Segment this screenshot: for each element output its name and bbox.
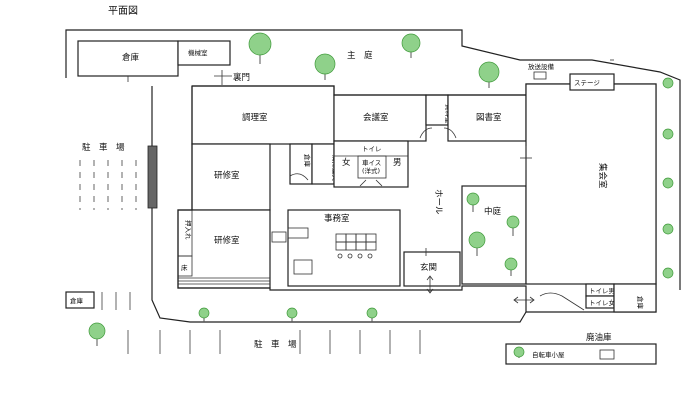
stage: [569, 73, 615, 91]
bicycle-shed: [505, 343, 657, 365]
room-assembly-hall: [525, 83, 657, 285]
label-alcove: 床: [181, 263, 188, 272]
label-office: 事務室: [324, 213, 350, 224]
room-storage-right: [613, 283, 657, 313]
room-library: [447, 94, 527, 142]
label-toilet: トイレ: [362, 145, 382, 153]
label-bicycle: 自転車小屋: [532, 350, 565, 359]
tree-icon: [198, 307, 210, 322]
label-training-2: 研修室: [214, 235, 240, 246]
tree-icon: [506, 215, 520, 236]
room-storage-bottom: [65, 291, 95, 309]
room-training-2-zone: [177, 209, 271, 289]
tree-icon: [513, 346, 525, 358]
service-door-swings: [539, 292, 585, 311]
tree-icon: [504, 257, 518, 276]
tree-icon: [468, 231, 486, 256]
toilet-door-marks: [359, 179, 383, 187]
plan-title: 平面図: [108, 5, 138, 17]
label-kitchen: 調理室: [242, 112, 268, 123]
oil-storage-box: [599, 349, 615, 360]
left-gate: [147, 145, 158, 209]
room-entrance: [403, 251, 461, 287]
tree-icon: [286, 307, 298, 322]
label-closet: 押入れ: [184, 220, 193, 240]
accessible-toilet: [357, 155, 387, 179]
parking-bottom-left-stalls: [101, 292, 131, 310]
tree-icon: [401, 33, 421, 58]
label-machine: 機械室: [188, 48, 208, 57]
meeting-door-swing: [419, 127, 433, 139]
office-desks: [271, 227, 377, 275]
tree-icon: [88, 322, 106, 346]
room-training-1: [191, 143, 271, 211]
label-storage-bottom: 倉庫: [70, 296, 84, 305]
tree-icon: [662, 223, 674, 235]
tree-icon: [662, 77, 674, 89]
label-toilet-men: トイレ男: [589, 287, 615, 295]
tree-icon: [662, 128, 674, 140]
label-parking-left: 駐 車 場: [82, 142, 125, 153]
tree-icon: [478, 61, 500, 88]
tree-icon: [248, 32, 272, 64]
label-courtyard: 中庭: [484, 206, 502, 217]
steps: [178, 277, 270, 285]
left-fence: [151, 86, 527, 323]
parking-bottom-stalls: [127, 330, 421, 354]
label-storage-top: 倉庫: [122, 52, 140, 63]
label-accessible-sub: (洋式): [362, 166, 380, 175]
parking-left-stalls: [79, 160, 137, 210]
tree-icon: [314, 53, 336, 80]
tree-icon: [466, 192, 480, 212]
storage-door-swing: [289, 173, 309, 181]
equipment-box: [533, 71, 547, 80]
label-stage: ステージ: [574, 79, 600, 87]
label-back-gate: 裏門: [233, 72, 250, 83]
label-meeting: 会議室: [363, 112, 389, 123]
label-storage-small: 倉庫: [303, 154, 312, 168]
label-library: 図書室: [476, 112, 502, 123]
label-women: 女: [342, 157, 351, 168]
label-parking-bottom: 駐 車 場: [254, 339, 297, 350]
label-hall: ホール: [433, 189, 443, 215]
tree-icon: [366, 307, 378, 322]
room-machine: [177, 40, 231, 66]
side-exit-arrow-icon: [513, 296, 535, 304]
label-accessible: 車イス: [362, 158, 381, 167]
label-oil-storage: 廃油庫: [586, 332, 612, 343]
label-training-1: 研修室: [214, 170, 240, 181]
label-entrance: 玄関: [420, 262, 437, 273]
site-boundary: [65, 29, 681, 290]
building-outline: [177, 83, 657, 313]
room-office: [287, 209, 401, 287]
library-door-swing: [443, 127, 457, 139]
label-equipment: 放送設備: [528, 62, 555, 71]
label-toilet-women: トイレ女: [589, 298, 616, 307]
label-men: 男: [393, 158, 402, 168]
label-storage-right: 倉庫: [636, 296, 645, 310]
room-toilet-block: [333, 140, 409, 188]
tree-icon: [662, 267, 674, 279]
tree-icon: [662, 177, 674, 189]
label-main-garden: 主 庭: [347, 50, 373, 61]
label-assembly-hall: 集会室: [597, 163, 608, 189]
room-cleaning: [311, 143, 335, 185]
